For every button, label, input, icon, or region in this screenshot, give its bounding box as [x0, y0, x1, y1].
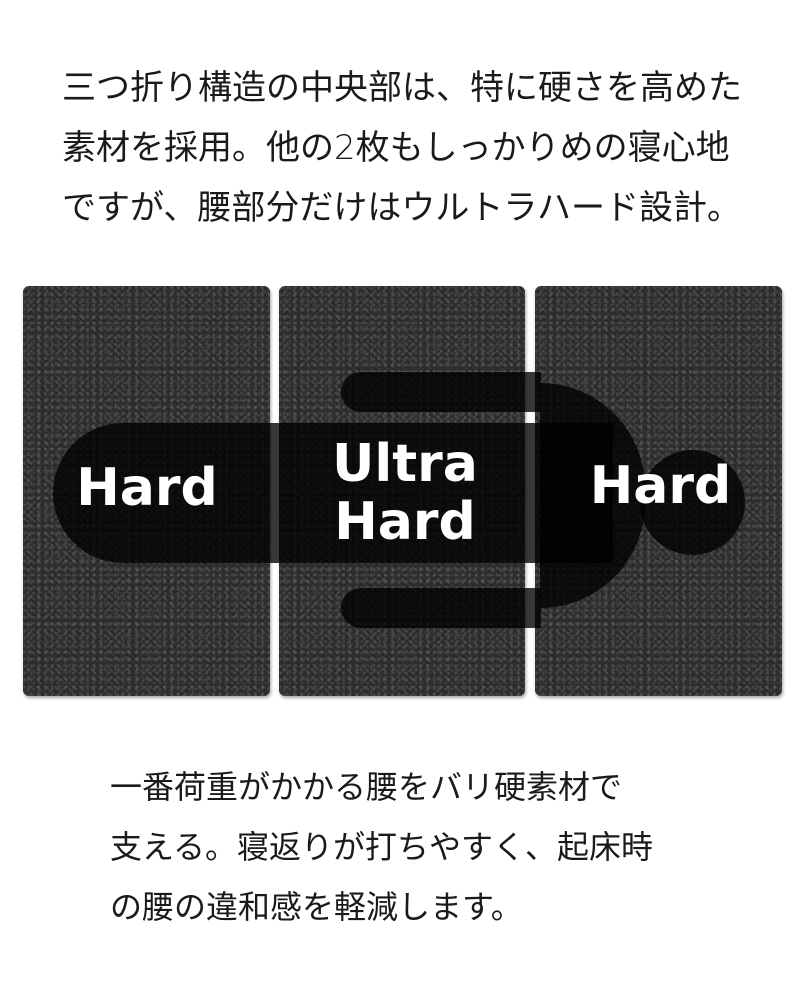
- label-hard-left: Hard: [76, 458, 218, 518]
- intro-line: ですが、腰部分だけはウルトラハード設計。: [62, 188, 741, 228]
- body-silhouette-torso: [53, 423, 613, 563]
- outro-text: 一番荷重がかかる腰をバリ硬素材で 支える。寝返りが打ちやすく、起床時 の腰の違和…: [110, 757, 710, 937]
- label-hard: Hard: [334, 492, 476, 552]
- label-hard-right: Hard: [589, 456, 732, 516]
- label-ultra-hard: Ultra Hard: [300, 435, 510, 551]
- body-silhouette-arm-icon: [341, 588, 541, 628]
- body-silhouette-arm-icon: [341, 372, 541, 412]
- intro-line: 素材を採用。他の2枚もしっかりめの寝心地: [62, 128, 730, 168]
- body-silhouette-head-icon: [640, 450, 745, 555]
- label-ultra: Ultra: [332, 434, 478, 494]
- outro-line: 一番荷重がかかる腰をバリ硬素材で: [110, 768, 623, 806]
- intro-line: 三つ折り構造の中央部は、特に硬さを高めた: [62, 68, 742, 108]
- outro-line: 支える。寝返りが打ちやすく、起床時: [110, 828, 654, 866]
- mattress-diagram: Hard Ultra Hard Hard: [0, 280, 800, 700]
- intro-text: 三つ折り構造の中央部は、特に硬さを高めた 素材を採用。他の2枚もしっかりめの寝心…: [62, 58, 762, 238]
- outro-line: の腰の違和感を軽減します。: [110, 888, 523, 926]
